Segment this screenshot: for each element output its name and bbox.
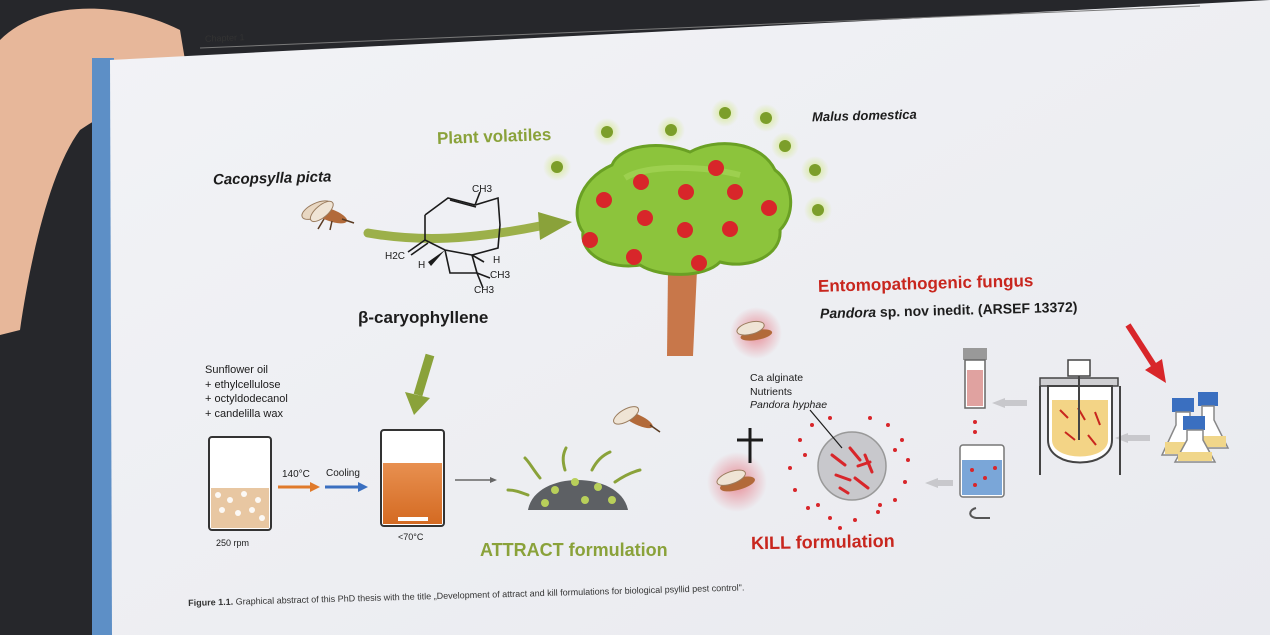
- fungus-arrow: [1125, 323, 1158, 369]
- mol-ch3-top: CH3: [472, 184, 493, 195]
- plant-volatiles-label: Plant volatiles: [436, 125, 552, 148]
- volatile-dots: [543, 99, 832, 224]
- apples: [582, 160, 777, 271]
- plant-name: Malus domestica: [811, 106, 917, 125]
- process-arrowhead: [490, 477, 497, 483]
- attract-formulation-label: ATTRACT formulation: [480, 540, 668, 560]
- ingredients-list: Sunflower oil + ethylcellulose + octyldo…: [205, 363, 288, 421]
- kill-bead-icon: [788, 409, 910, 530]
- beaker-mixing: [208, 436, 272, 531]
- compound-name: β-caryophyllene: [358, 308, 489, 327]
- caption-label: Figure 1.1.: [188, 596, 234, 608]
- kill-component-3: Pandora hyphae: [750, 399, 828, 411]
- rpm-label: 250 rpm: [216, 538, 250, 548]
- workflow-back-arrows: [925, 398, 1150, 488]
- infected-psyllid-bottom-icon: [707, 452, 767, 512]
- collection-beaker-icon: [959, 444, 1005, 519]
- mol-ch3-right: CH3: [490, 270, 511, 281]
- kill-component-2: Nutrients: [750, 385, 793, 398]
- bioreactor-icon: [1039, 359, 1121, 475]
- attraction-arrow: [363, 221, 545, 243]
- insect-name: Cacopsylla picta: [212, 168, 332, 189]
- fungus-arrowhead: [1145, 359, 1166, 383]
- syringe-icon: [963, 348, 987, 434]
- attraction-arrowhead: [538, 212, 572, 240]
- mol-h-left: H: [418, 260, 426, 271]
- down-arrow: [413, 353, 435, 397]
- cooling-arrowhead: [358, 482, 368, 492]
- header-rule: [199, 5, 1201, 49]
- psyllid-flying-icon: [613, 406, 661, 433]
- attract-dome-icon: [506, 446, 642, 510]
- fungus-genus: Pandora: [819, 303, 877, 322]
- ingredient-4: + candelilla wax: [205, 407, 283, 420]
- binder-edge: [92, 58, 114, 635]
- caryophyllene-structure: [407, 191, 501, 289]
- chapter-header: Chapter 1: [204, 32, 245, 44]
- beaker-cooled: [380, 429, 445, 527]
- infected-psyllid-top-icon: [730, 307, 782, 359]
- kill-component-1: Ca alginate: [750, 372, 804, 384]
- cooling-label: Cooling: [326, 468, 360, 479]
- kill-formulation-label: KILL formulation: [750, 530, 895, 554]
- culture-flasks-icon: [1160, 392, 1230, 463]
- death-cross-icon: [737, 428, 763, 463]
- heat-arrowhead: [310, 482, 320, 492]
- cool-temp-label: <70°C: [398, 532, 424, 542]
- ingredient-3: + octyldodecanol: [205, 393, 288, 405]
- mol-h-right: H: [493, 255, 501, 266]
- mol-h2c: H2C: [385, 251, 406, 262]
- mol-ch3-bottom: CH3: [474, 285, 495, 296]
- ingredient-2: + ethylcellulose: [205, 378, 281, 391]
- heat-temp-label: 140°C: [282, 469, 310, 480]
- kill-components: Ca alginate Nutrients Pandora hyphae: [750, 372, 827, 413]
- ingredient-1: Sunflower oil: [205, 364, 268, 376]
- down-arrowhead: [405, 392, 430, 415]
- psyllid-insect-icon: [301, 200, 355, 231]
